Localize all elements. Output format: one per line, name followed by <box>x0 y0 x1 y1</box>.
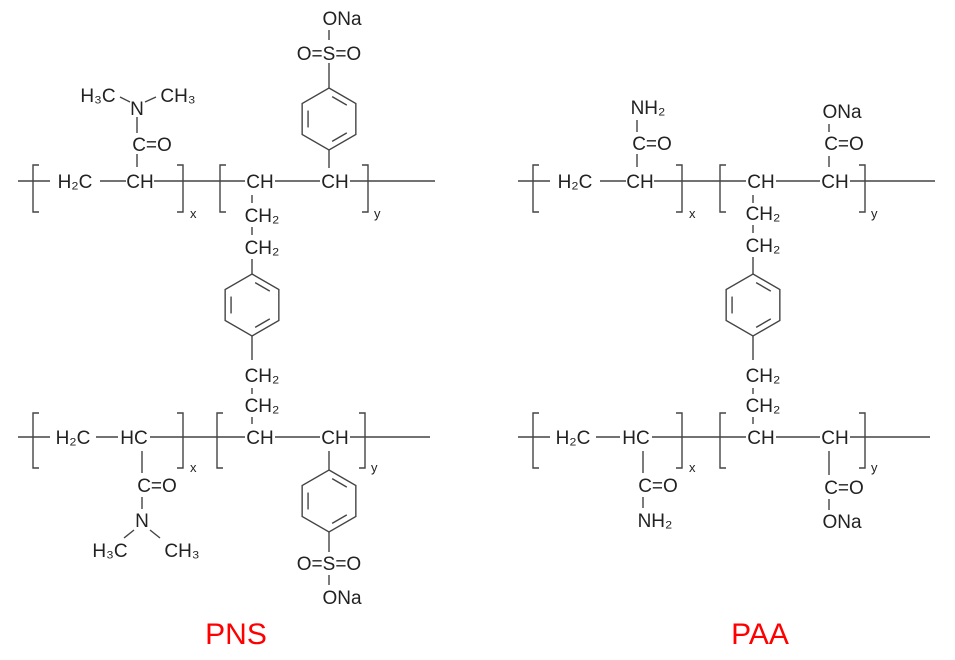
ch2-label: CH₂ <box>746 236 781 257</box>
ch-label: CH <box>747 172 774 193</box>
ona-label: ONa <box>322 588 362 609</box>
bracket-left <box>219 164 226 213</box>
benzene-ring <box>301 469 357 533</box>
bracket-right <box>177 164 184 213</box>
methyl-label: CH₃ <box>160 86 195 107</box>
ch2-label: CH₂ <box>746 204 781 225</box>
ch-label: CH <box>626 172 653 193</box>
ch2-label: CH₂ <box>245 238 280 259</box>
ring-outline <box>725 273 781 337</box>
subscript-y: y <box>371 460 378 475</box>
subscript-y: y <box>374 206 381 221</box>
benzene-ring <box>301 87 357 151</box>
ch2-label: CH₂ <box>746 396 781 417</box>
subscript-x: x <box>190 206 197 221</box>
ch-label: CH <box>821 428 848 449</box>
bracket-left <box>532 164 539 213</box>
bracket-left <box>719 412 726 469</box>
h2c-label: H₂C <box>558 172 593 193</box>
bracket-right <box>676 412 683 469</box>
carbonyl-label: C=O <box>824 478 864 499</box>
ch2-label: CH₂ <box>245 396 280 417</box>
pns-structure: H₂C CH CH CH x y C=O N H₃C CH₃ O=S=O ONa… <box>18 9 435 651</box>
bracket-right <box>859 412 866 469</box>
bracket-left <box>32 164 39 213</box>
bracket-left <box>216 412 223 469</box>
h2c-label: H₂C <box>56 428 91 449</box>
sulfonyl-label: O=S=O <box>297 554 361 575</box>
ring-outline <box>224 273 280 337</box>
ona-label: ONa <box>322 9 362 30</box>
bracket-left <box>532 412 539 469</box>
ring-outline <box>301 469 357 533</box>
nitrogen-label: N <box>135 511 149 532</box>
h2c-label: H₂C <box>556 428 591 449</box>
ch2-label: CH₂ <box>746 366 781 387</box>
ring-outline <box>301 87 357 151</box>
paa-title: PAA <box>731 618 789 651</box>
ch-label: CH <box>246 428 273 449</box>
paa-structure: H₂C CH CH CH x y C=O NH₂ C=O ONa CH₂ CH₂… <box>518 98 935 651</box>
ona-label: ONa <box>822 512 862 533</box>
carbonyl-label: C=O <box>132 135 172 156</box>
nh2-label: NH₂ <box>638 511 673 532</box>
carbonyl-label: C=O <box>137 476 177 497</box>
h2c-label: H₂C <box>58 172 93 193</box>
subscript-x: x <box>689 206 696 221</box>
ch-label: CH <box>246 172 273 193</box>
ona-label: ONa <box>822 102 862 123</box>
pns-title: PNS <box>205 618 267 651</box>
nitrogen-label: N <box>130 99 144 120</box>
bracket-right <box>359 412 366 469</box>
subscript-y: y <box>871 206 878 221</box>
hc-label: HC <box>622 428 649 449</box>
sulfonyl-label: O=S=O <box>297 44 361 65</box>
ring-double-bond <box>254 318 271 328</box>
bracket-right <box>676 164 683 213</box>
ring-double-bond <box>755 318 772 328</box>
ring-double-bond <box>331 514 348 524</box>
ch-label: CH <box>126 172 153 193</box>
subscript-x: x <box>689 460 696 475</box>
subscript-x: x <box>190 460 197 475</box>
benzene-ring <box>725 273 781 337</box>
methyl-label: H₃C <box>80 86 115 107</box>
hc-label: HC <box>120 428 147 449</box>
bond <box>144 96 157 103</box>
bracket-right <box>177 412 184 469</box>
bond <box>119 96 131 103</box>
nh2-label: NH₂ <box>631 98 666 119</box>
carbonyl-label: C=O <box>638 476 678 497</box>
ring-double-bond <box>331 132 348 142</box>
ring-double-bond <box>331 478 348 488</box>
carbonyl-label: C=O <box>632 134 672 155</box>
bracket-left <box>719 164 726 213</box>
ch-label: CH <box>821 172 848 193</box>
methyl-label: CH₃ <box>164 541 199 562</box>
carbonyl-label: C=O <box>824 134 864 155</box>
bond <box>149 529 161 539</box>
bracket-right <box>362 164 369 213</box>
benzene-ring <box>224 273 280 337</box>
ch-label: CH <box>747 428 774 449</box>
bracket-left <box>32 412 39 469</box>
ch2-label: CH₂ <box>245 366 280 387</box>
ch-label: CH <box>321 172 348 193</box>
bracket-right <box>859 164 866 213</box>
ring-double-bond <box>755 282 772 292</box>
ch-label: CH <box>321 428 348 449</box>
ring-double-bond <box>331 96 348 106</box>
subscript-y: y <box>871 460 878 475</box>
ch2-label: CH₂ <box>245 206 280 227</box>
methyl-label: H₃C <box>92 541 127 562</box>
bond <box>123 529 135 539</box>
ring-double-bond <box>254 282 271 292</box>
